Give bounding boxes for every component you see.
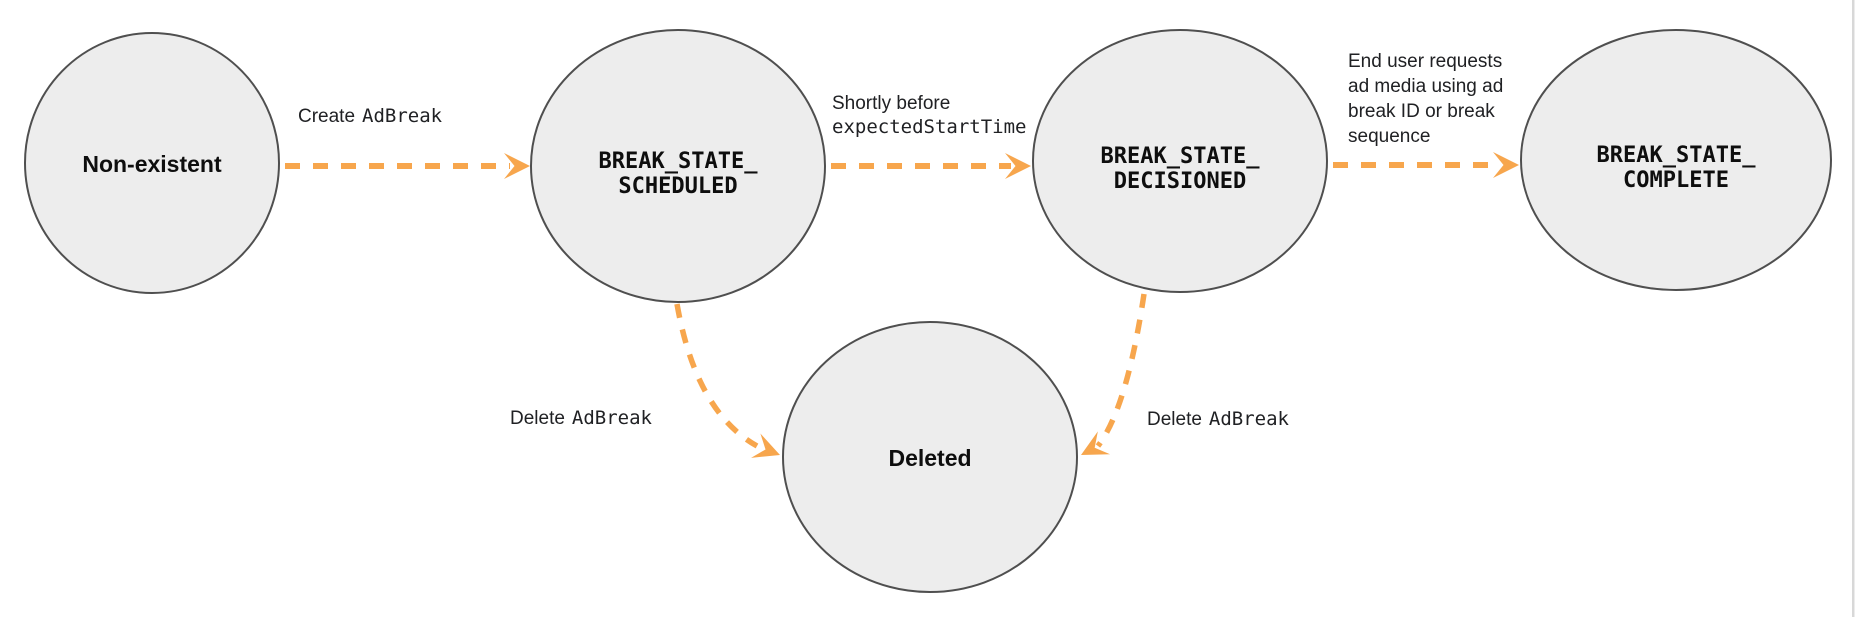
state-label-scheduled-line1: BREAK_STATE_ <box>599 149 759 174</box>
arrowhead-icon <box>1493 152 1519 178</box>
transition-label-end-user-line2: ad media using ad <box>1348 76 1503 97</box>
label-plain-text: Delete <box>1147 409 1202 430</box>
label-code-text: AdBreak <box>572 407 653 429</box>
dashed-arrow-curve <box>674 303 759 449</box>
transition-end-user-request: End user requests ad media using ad brea… <box>1333 51 1519 178</box>
transition-delete-from-decisioned: Delete AdBreak <box>1081 293 1290 455</box>
transition-label-shortly-before-line2: expectedStartTime <box>832 116 1026 138</box>
state-circle <box>1032 29 1328 293</box>
transition-label-create-adbreak: Create AdBreak <box>298 105 443 127</box>
state-node-break-state-decisioned: BREAK_STATE_ DECISIONED <box>1032 29 1328 293</box>
transition-create-adbreak: Create AdBreak <box>285 105 530 179</box>
state-label-complete-line2: COMPLETE <box>1623 168 1729 193</box>
arrowhead-icon <box>751 433 780 458</box>
right-edge-divider <box>1852 0 1855 617</box>
label-plain-text: Create <box>298 106 355 127</box>
label-code-text: AdBreak <box>1209 408 1290 430</box>
state-node-break-state-scheduled: BREAK_STATE_ SCHEDULED <box>530 29 826 303</box>
state-node-break-state-complete: BREAK_STATE_ COMPLETE <box>1520 29 1832 291</box>
state-label-non-existent: Non-existent <box>82 151 222 177</box>
state-label-scheduled-line2: SCHEDULED <box>618 174 737 199</box>
state-circle <box>782 321 1078 593</box>
arrowhead-icon <box>1081 431 1111 455</box>
state-label-deleted: Deleted <box>888 445 971 471</box>
state-circle <box>24 32 280 294</box>
transition-label-end-user-line3: break ID or break <box>1348 101 1495 122</box>
state-label-decisioned-line1: BREAK_STATE_ <box>1101 144 1261 169</box>
transition-label-end-user-line1: End user requests <box>1348 51 1502 72</box>
state-node-non-existent: Non-existent <box>24 32 280 294</box>
arrowhead-icon <box>1005 153 1031 179</box>
transition-label-shortly-before-line1: Shortly before <box>832 93 950 114</box>
state-circle <box>530 29 826 303</box>
arrowhead-icon <box>504 153 530 179</box>
transition-label-delete-adbreak-right: Delete AdBreak <box>1147 408 1290 430</box>
label-code-text: AdBreak <box>362 105 443 127</box>
transition-shortly-before: Shortly before expectedStartTime <box>831 93 1031 179</box>
transition-delete-from-scheduled: Delete AdBreak <box>510 303 780 458</box>
state-node-deleted: Deleted <box>782 321 1078 593</box>
transition-label-delete-adbreak-left: Delete AdBreak <box>510 407 653 429</box>
label-plain-text: Delete <box>510 408 565 429</box>
dashed-arrow-curve <box>1095 293 1147 448</box>
state-circle <box>1520 29 1832 291</box>
transition-label-end-user-line4: sequence <box>1348 126 1430 147</box>
state-label-complete-line1: BREAK_STATE_ <box>1597 143 1757 168</box>
state-label-decisioned-line2: DECISIONED <box>1114 169 1246 194</box>
